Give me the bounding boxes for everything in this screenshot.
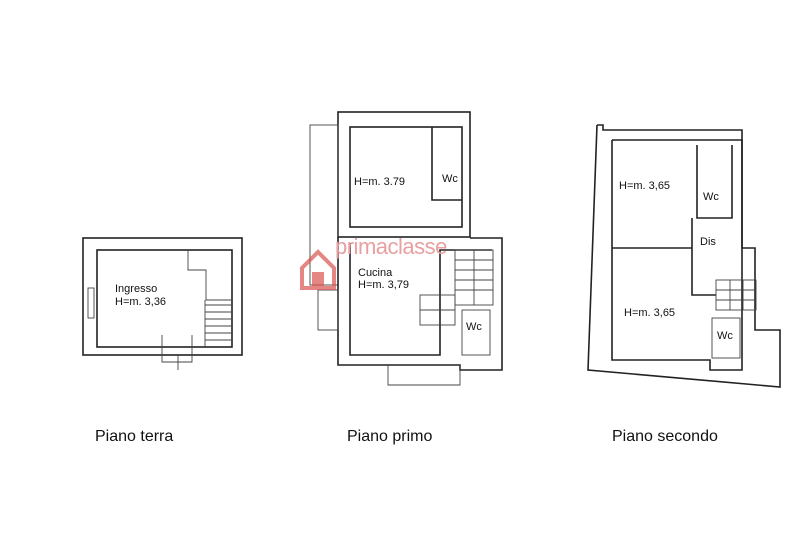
caption-piano-terra: Piano terra: [95, 428, 174, 445]
room-name-wc: Wc: [442, 173, 458, 185]
room-name-ingresso: Ingresso: [115, 283, 158, 295]
room-name-wc: Wc: [717, 330, 733, 342]
caption-piano-secondo: Piano secondo: [612, 428, 718, 445]
room-name-cucina: Cucina: [358, 267, 393, 279]
room-name-wc: Wc: [703, 191, 719, 203]
room-name-dis: Dis: [700, 236, 716, 248]
watermark-logo: [300, 249, 336, 290]
room-height-ingresso: H=m. 3,36: [115, 296, 167, 308]
room-height-lower: H=m. 3,65: [624, 307, 676, 319]
plan-piano-primo: [309, 111, 503, 386]
room-height-upper: H=m. 3.79: [354, 176, 406, 188]
plan-piano-secondo: [587, 124, 781, 388]
caption-piano-primo: Piano primo: [347, 428, 433, 445]
room-height-upper: H=m. 3,65: [619, 180, 671, 192]
room-height-cucina: H=m. 3,79: [358, 279, 410, 291]
watermark-text: primaclasse: [335, 234, 447, 259]
room-name-wc: Wc: [466, 321, 482, 333]
plan-piano-terra: [82, 237, 243, 370]
